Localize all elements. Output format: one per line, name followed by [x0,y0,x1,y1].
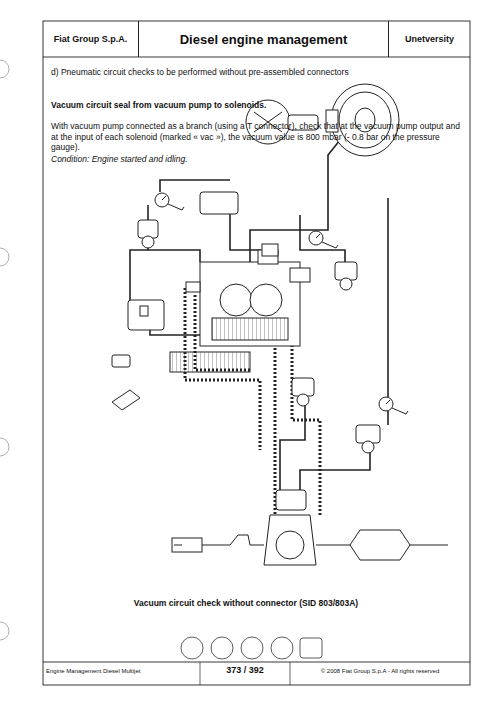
header-cell: Unetversity [388,21,470,57]
binder-holes [0,60,9,640]
vacuum-pipes [130,140,388,500]
cell-text: Fiat Group S.p.A. [54,34,128,44]
cell-text: Diesel engine management [180,32,348,47]
footer-text: Engine Management Diesel Multijet [46,668,198,676]
engine-block [186,250,300,346]
footer-copyright: © 2008 Fiat Group S.p.A - All rights res… [292,668,468,676]
solenoid-valve [138,220,380,453]
header-title-cell: Diesel engine management [138,21,388,57]
cell-text: Unetversity [405,34,454,44]
page-frame [43,21,470,685]
vacuum-pump [200,100,318,214]
header-cell: Fiat Group S.p.A. [43,21,138,57]
pressure-gauge [155,193,408,414]
figure-caption: Vacuum circuit check without connector (… [60,598,432,609]
intercooler [170,352,250,372]
section-heading: d) Pneumatic circuit checks to be perfor… [51,67,461,78]
condition-note: Condition: Engine started and idling. [51,154,461,165]
subheading: Vacuum circuit seal from vacuum pump to … [51,100,461,111]
brand-logos [181,637,322,659]
brake-servo [326,84,399,156]
body-paragraph: With vacuum pump connected as a branch (… [51,121,463,153]
engine-ecu [112,300,164,410]
footer-dividers [200,662,290,685]
page-number: 373 / 392 [202,665,288,676]
air-ducts [185,255,320,520]
egr-valve [262,244,310,282]
turbocharger [172,490,448,565]
